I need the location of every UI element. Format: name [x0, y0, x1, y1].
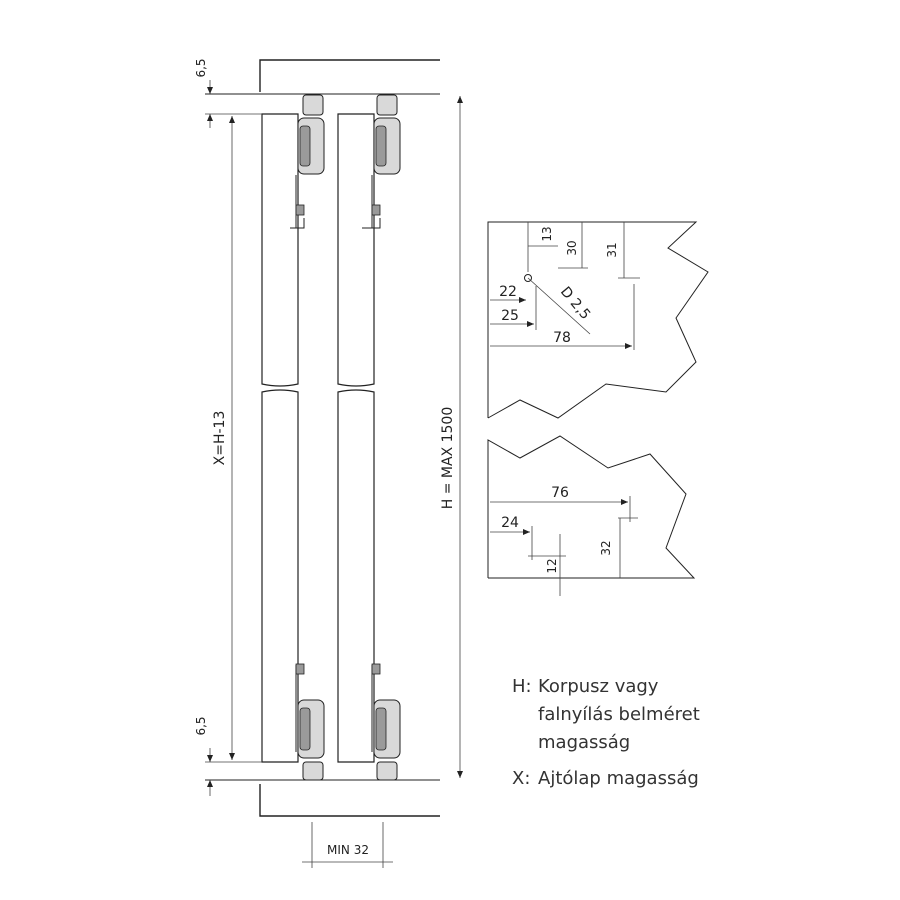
- door-2-lower: [337, 389, 375, 763]
- top-detail-drawing: 13 30 31 22 25 D 2,5 78: [487, 221, 709, 419]
- top-roller-door-1: [290, 94, 325, 229]
- legend-h-key: H:: [512, 676, 532, 697]
- door-2-upper: [337, 113, 375, 387]
- dim-25: 25: [501, 308, 519, 324]
- door-height-label: X=H-13: [212, 411, 228, 466]
- dim-22: 22: [499, 284, 517, 300]
- min-depth-label: MIN 32: [327, 843, 369, 857]
- top-rail: [259, 59, 440, 92]
- top-roller-door-2: [362, 94, 401, 229]
- dim-13: 13: [540, 226, 554, 241]
- dim-12: 12: [545, 558, 559, 573]
- bottom-roller-door-1: [295, 663, 325, 781]
- legend-x-key: X:: [512, 768, 531, 789]
- dim-32: 32: [599, 540, 613, 555]
- legend-h-line-1: Korpusz vagy: [538, 676, 659, 697]
- legend-x-line-1: Ajtólap magasság: [538, 768, 699, 789]
- legend-h-line-2: falnyílás belméret: [538, 704, 700, 725]
- door-1-upper: [261, 113, 299, 387]
- dim-30: 30: [565, 240, 579, 255]
- bottom-roller-door-2: [371, 663, 401, 781]
- top-gap-label: 6,5: [194, 58, 208, 77]
- bottom-rail: [259, 784, 440, 817]
- bottom-gap-label: 6,5: [194, 716, 208, 735]
- dim-76: 76: [551, 485, 569, 501]
- total-height-label: H = MAX 1500: [440, 407, 456, 509]
- door-1-lower: [261, 389, 299, 763]
- legend-h-line-3: magasság: [538, 732, 631, 753]
- dim-31: 31: [605, 242, 619, 257]
- dim-78: 78: [553, 330, 571, 346]
- cabinet-section: 6,5 6,5 X=H-13 H = MAX 1500 MIN 32: [194, 58, 463, 868]
- hole-diameter-label: D 2,5: [557, 284, 593, 323]
- bottom-detail-drawing: 76 32 24 12: [487, 435, 696, 596]
- dim-24: 24: [501, 515, 519, 531]
